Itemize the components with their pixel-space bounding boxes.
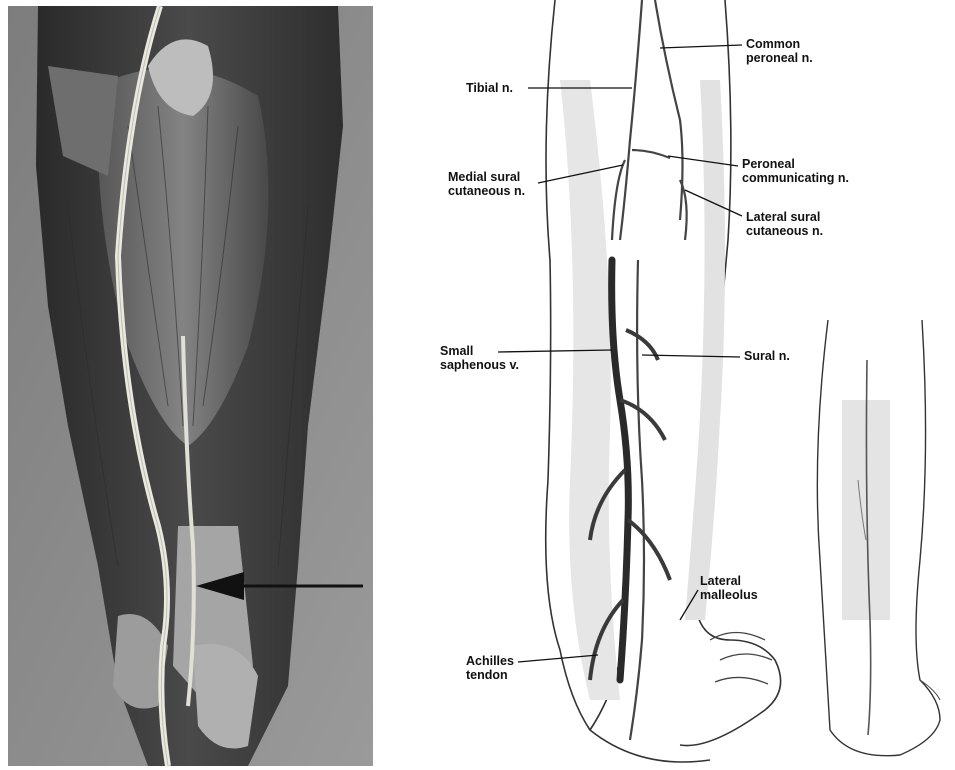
- inset-leg-diagram: [817, 320, 940, 756]
- label-peroneal-communicating: Peroneal communicating n.: [742, 157, 849, 185]
- common-peroneal-path: [655, 0, 683, 220]
- label-sural: Sural n.: [744, 349, 790, 363]
- label-medial-sural: Medial sural cutaneous n.: [448, 170, 525, 198]
- small-saphenous-vein: [612, 260, 629, 680]
- tibial-nerve-path: [620, 0, 642, 240]
- medial-sural-path: [612, 160, 625, 240]
- model-photo-drawing: [8, 6, 373, 766]
- anatomical-illustration: Common peroneal n. Tibial n. Medial sura…: [380, 0, 955, 770]
- label-tibial: Tibial n.: [466, 81, 513, 95]
- label-small-saphenous: Small saphenous v.: [440, 344, 519, 372]
- peroneal-communicating-path: [632, 150, 670, 158]
- label-achilles-tendon: Achilles tendon: [466, 654, 514, 682]
- leader-peroneal-communicating: [668, 156, 738, 166]
- anatomical-model-photo: [8, 6, 373, 766]
- label-lateral-malleolus: Lateral malleolus: [700, 574, 758, 602]
- label-common-peroneal: Common peroneal n.: [746, 37, 813, 65]
- label-lateral-sural: Lateral sural cutaneous n.: [746, 210, 823, 238]
- leader-common-peroneal: [660, 45, 742, 48]
- leg-shading-left: [560, 80, 620, 700]
